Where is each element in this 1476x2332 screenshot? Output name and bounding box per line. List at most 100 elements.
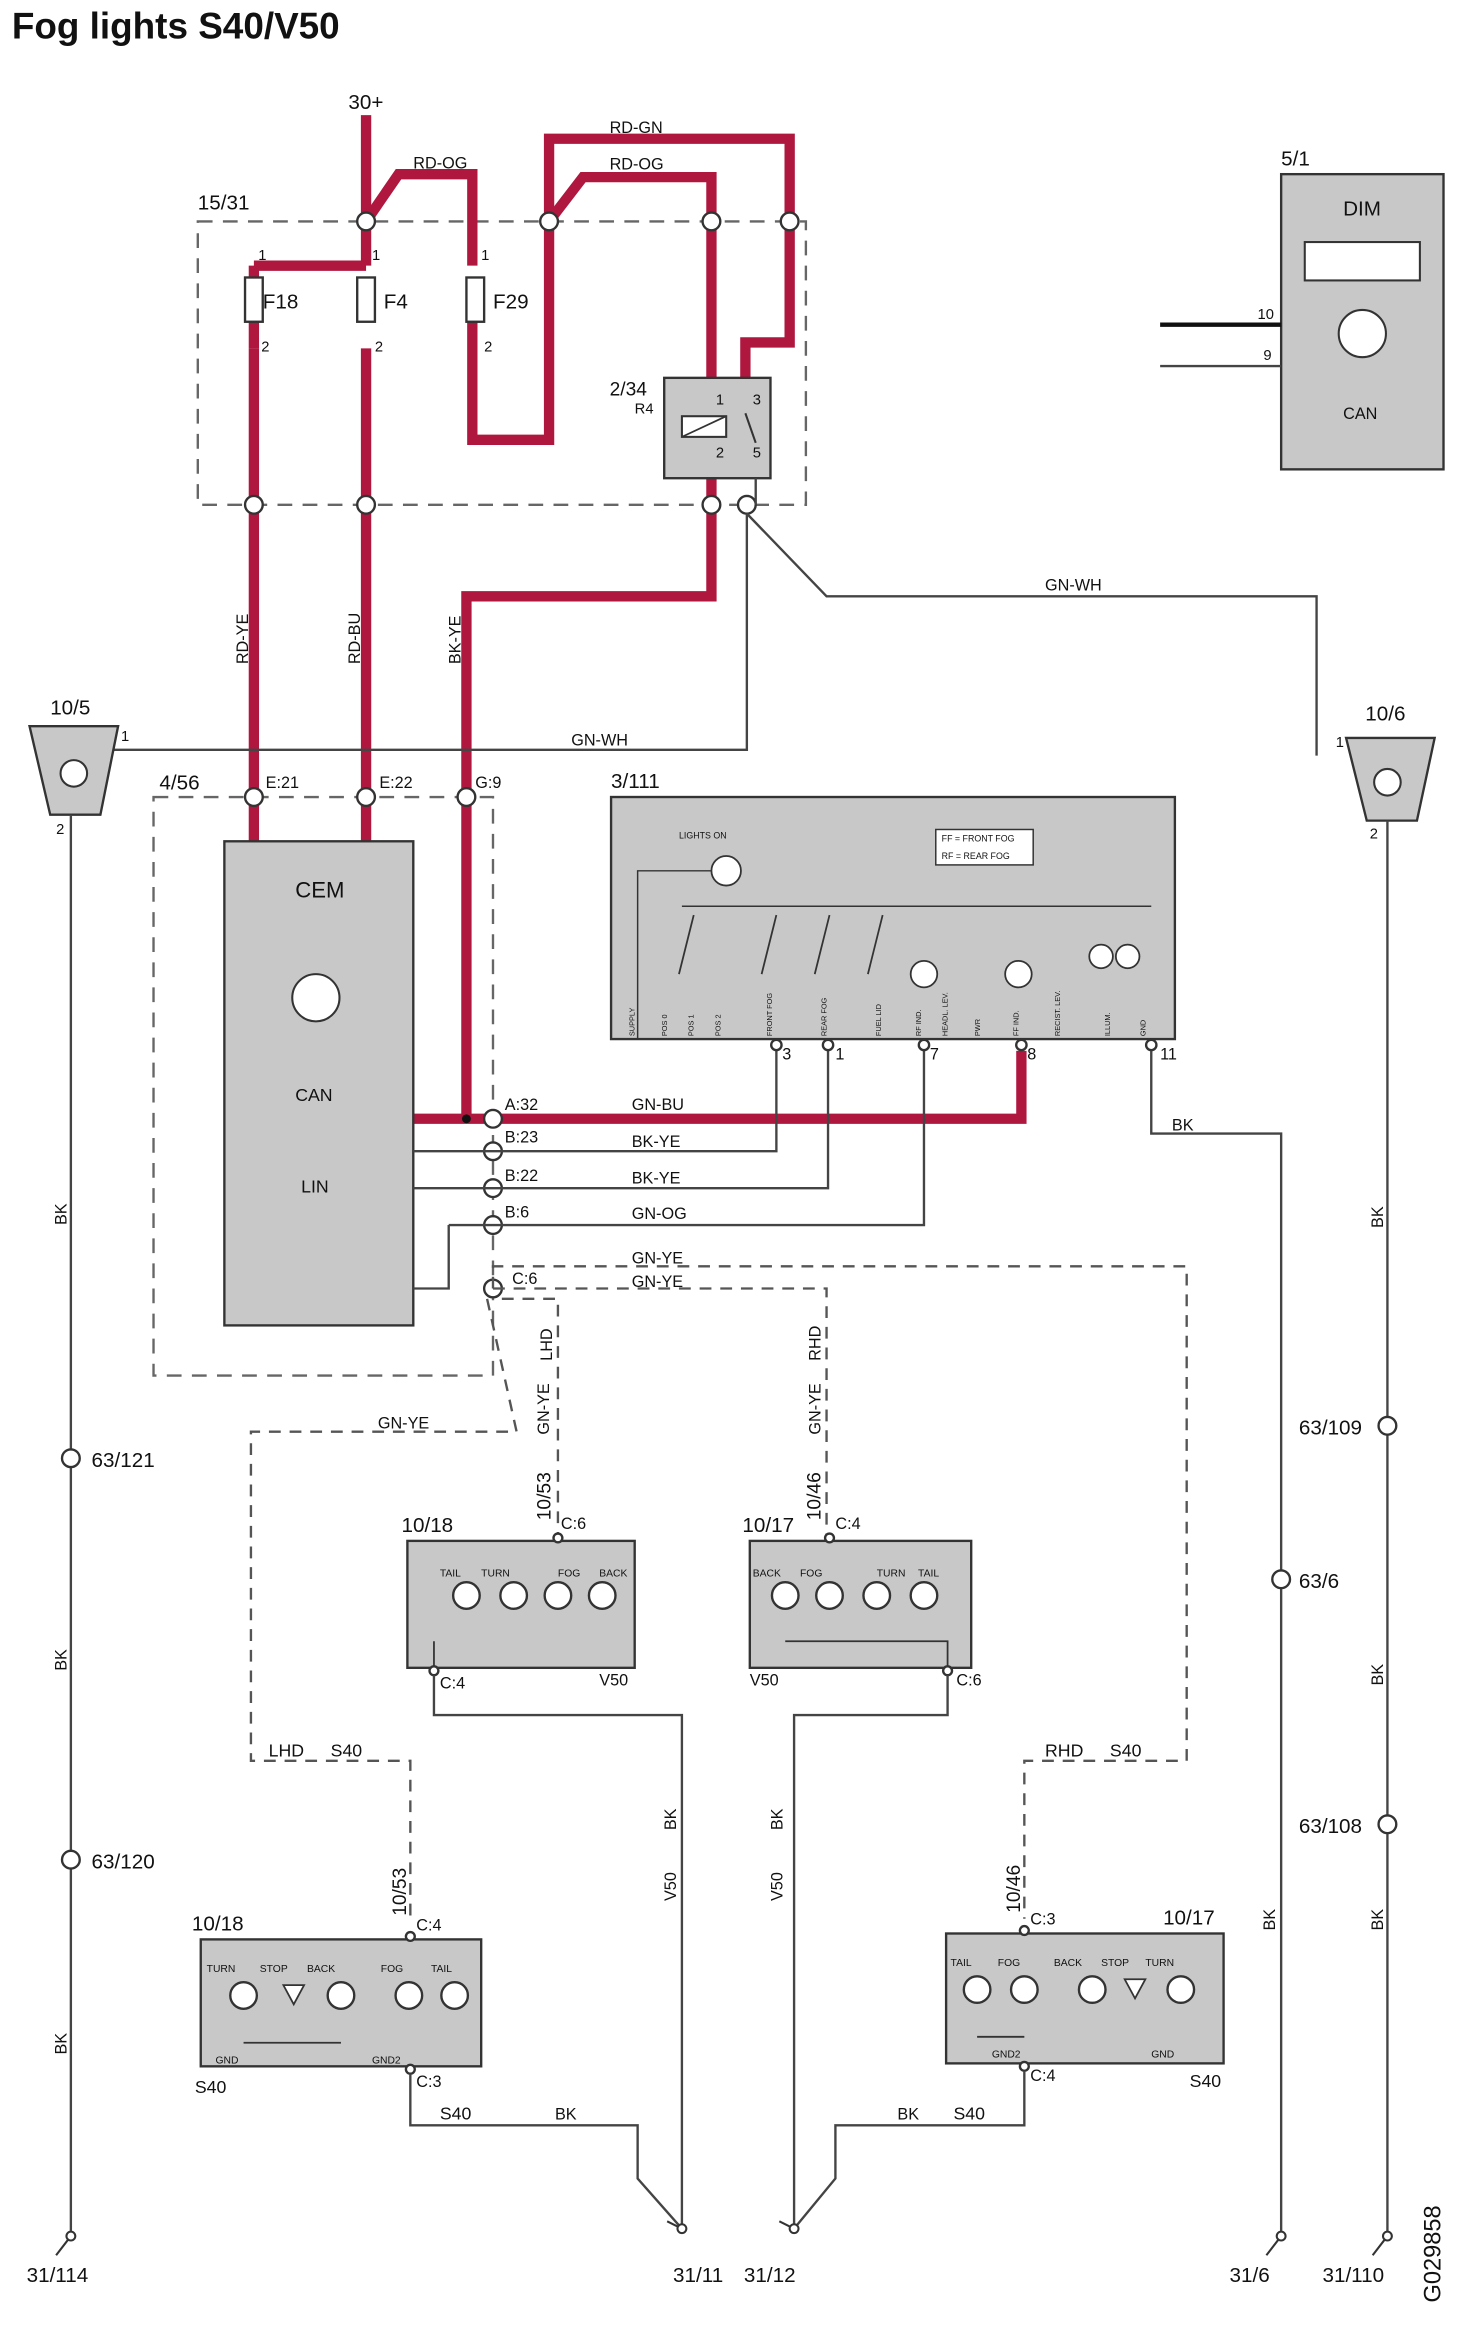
svg-text:10/53: 10/53 (535, 1472, 556, 1520)
svg-text:1: 1 (258, 248, 266, 264)
svg-text:1: 1 (481, 248, 489, 264)
wire-label: BK (768, 1808, 786, 1830)
svg-text:3: 3 (753, 392, 761, 408)
wire-label: BK (52, 1203, 70, 1225)
svg-text:POS 0: POS 0 (660, 1014, 669, 1036)
wire-label: RD-OG (413, 154, 467, 172)
svg-text:CEM: CEM (295, 877, 344, 902)
svg-text:E:22: E:22 (379, 774, 412, 792)
svg-text:9: 9 (1263, 348, 1271, 364)
svg-text:1: 1 (121, 729, 129, 745)
wire-label: BK (1369, 1206, 1387, 1228)
wire-label: RD-GN (610, 119, 663, 137)
svg-text:S40: S40 (1190, 2071, 1222, 2091)
svg-text:LIGHTS ON: LIGHTS ON (679, 830, 727, 840)
svg-text:ILLUM.: ILLUM. (1103, 1012, 1112, 1036)
svg-text:POS 1: POS 1 (687, 1014, 696, 1036)
svg-text:1: 1 (1336, 735, 1344, 751)
svg-text:2: 2 (375, 339, 383, 355)
wire-label: GN-YE (632, 1273, 684, 1291)
wire-label: 30+ (348, 91, 383, 114)
svg-text:HEADL. LEV.: HEADL. LEV. (941, 992, 950, 1036)
wire-label: GN-YE (535, 1383, 553, 1435)
svg-text:7: 7 (930, 1046, 939, 1064)
svg-text:10/17: 10/17 (1163, 1907, 1215, 1930)
svg-text:SUPPLY: SUPPLY (628, 1008, 637, 1037)
svg-text:63/109: 63/109 (1299, 1417, 1362, 1440)
svg-text:10/18: 10/18 (192, 1913, 244, 1936)
svg-text:8: 8 (1027, 1046, 1036, 1064)
pin-label: B:6 (505, 1204, 529, 1222)
svg-text:2/34: 2/34 (610, 380, 648, 401)
wire-label: RHD (807, 1326, 825, 1361)
svg-text:TAIL: TAIL (431, 1964, 452, 1975)
fuse-box-nodes (243, 211, 800, 515)
svg-text:2: 2 (1370, 826, 1378, 842)
svg-text:PWR: PWR (973, 1019, 982, 1036)
svg-text:TAIL: TAIL (918, 1568, 939, 1579)
rear-lamp-s40-right: 10/17 10/46 C:3 C:4 S40 GND2 GND TAIL FO… (944, 1865, 1225, 2091)
svg-text:63/6: 63/6 (1299, 1570, 1339, 1593)
svg-text:FF IND.: FF IND. (1011, 1010, 1020, 1036)
svg-text:FRONT FOG: FRONT FOG (765, 993, 774, 1036)
svg-text:FOG: FOG (381, 1964, 403, 1975)
svg-text:C:6: C:6 (956, 1672, 981, 1690)
svg-text:V50: V50 (750, 1672, 779, 1690)
svg-text:C:4: C:4 (416, 1917, 441, 1935)
wire-label: GN-YE (378, 1415, 430, 1433)
svg-text:11: 11 (1160, 1046, 1177, 1064)
ground-label: 31/110 (1322, 2264, 1384, 2287)
cem-outline (152, 795, 495, 1377)
wire-label: RD-OG (610, 156, 664, 174)
svg-text:R4: R4 (635, 401, 654, 417)
dim-module: 5/1 DIM CAN 10 9 (1160, 147, 1445, 471)
rear-lamp-v50-right: 10/17 10/46 C:4 C:6 V50 BACK FOG TURN TA… (742, 1472, 981, 1689)
switch-pins (770, 1038, 1158, 1052)
svg-text:FOG: FOG (800, 1568, 822, 1579)
svg-text:RF IND.: RF IND. (914, 1010, 923, 1037)
svg-text:C:6: C:6 (561, 1515, 586, 1533)
svg-text:LIN: LIN (301, 1177, 329, 1197)
wire-label: BK (1369, 1909, 1387, 1931)
svg-text:TURN: TURN (877, 1568, 906, 1579)
svg-text:10/5: 10/5 (50, 696, 90, 719)
ground-splice-63-108: 63/108 (1299, 1814, 1398, 1838)
svg-text:C:4: C:4 (440, 1674, 465, 1692)
wire-label: GN-OG (632, 1205, 687, 1223)
ground-label: 31/6 (1229, 2264, 1269, 2287)
svg-text:1: 1 (716, 392, 724, 408)
svg-text:5/1: 5/1 (1281, 147, 1310, 170)
svg-text:V50: V50 (599, 1672, 628, 1690)
wire-label: BK-YE (632, 1133, 681, 1151)
svg-text:10/6: 10/6 (1365, 702, 1405, 725)
svg-text:TAIL: TAIL (951, 1958, 972, 1969)
svg-text:G:9: G:9 (475, 774, 501, 792)
svg-text:E:21: E:21 (266, 774, 299, 792)
wire-label: GN-YE (807, 1383, 825, 1435)
svg-text:1: 1 (835, 1046, 844, 1064)
variant-label: LHD (269, 1740, 304, 1760)
wire-label: RD-BU (346, 613, 364, 664)
ground-splice-63-120: 63/120 (60, 1849, 155, 1874)
wire-label: BK (555, 2105, 577, 2123)
wire-label: GN-WH (1045, 576, 1102, 594)
svg-text:63/120: 63/120 (92, 1851, 155, 1874)
light-switch-module: 3/111 FF = FRONT FOG RF = REAR FOG LIGHT… (609, 770, 1177, 1064)
svg-text:2: 2 (261, 339, 269, 355)
svg-text:10/46: 10/46 (805, 1472, 826, 1520)
svg-text:2: 2 (484, 339, 492, 355)
ground-splice-63-6: 63/6 (1271, 1569, 1339, 1593)
svg-text:FOG: FOG (998, 1958, 1020, 1969)
svg-text:BACK: BACK (1054, 1958, 1082, 1969)
variant-label: S40 (1110, 1740, 1142, 1760)
pin-label: B:23 (505, 1128, 538, 1146)
svg-text:FOG: FOG (558, 1568, 580, 1579)
svg-text:2: 2 (716, 446, 724, 462)
svg-text:63/108: 63/108 (1299, 1815, 1362, 1838)
svg-text:STOP: STOP (260, 1964, 288, 1975)
svg-text:TURN: TURN (207, 1964, 236, 1975)
gn-wh-wire (746, 512, 1318, 756)
variant-label: S40 (331, 1740, 363, 1760)
pin-label: B:22 (505, 1167, 538, 1185)
